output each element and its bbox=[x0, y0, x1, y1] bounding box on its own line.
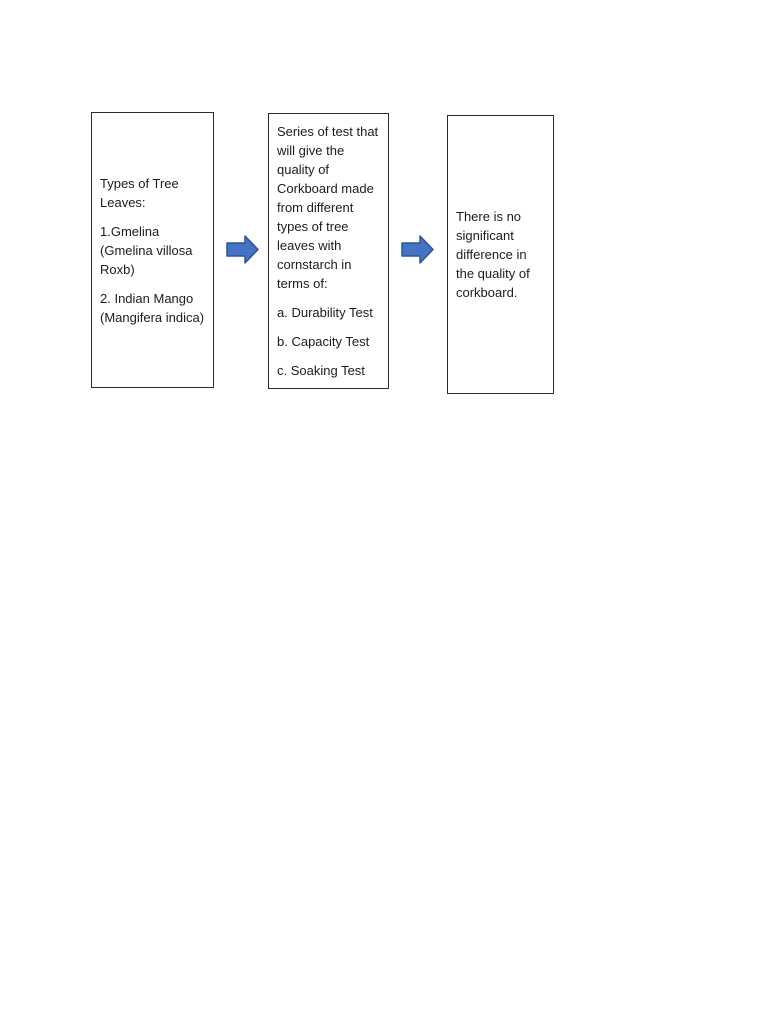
box-paragraph: c. Soaking Test bbox=[277, 363, 365, 378]
right-arrow-icon bbox=[401, 235, 434, 264]
flowchart-box-tree-leaves: Types of Tree Leaves: 1.Gmelina (Gmelina… bbox=[91, 112, 214, 388]
box-paragraph: 1.Gmelina (Gmelina villosa Roxb) bbox=[100, 223, 193, 277]
flowchart-box-hypothesis: There is no significant difference in th… bbox=[447, 115, 554, 394]
box-paragraph: a. Durability Test bbox=[277, 305, 373, 320]
box-paragraph: There is no significant difference in th… bbox=[456, 209, 530, 300]
right-arrow-icon bbox=[226, 235, 259, 264]
box-paragraph: 2. Indian Mango (Mangifera indica) bbox=[100, 290, 205, 325]
flowchart-box-tests: Series of test that will give the qualit… bbox=[268, 113, 389, 389]
right-arrow-shape bbox=[226, 235, 259, 264]
box-paragraph: Series of test that will give the qualit… bbox=[277, 124, 379, 291]
box-paragraph: b. Capacity Test bbox=[277, 334, 370, 349]
right-arrow-shape bbox=[401, 235, 434, 264]
box-paragraph: Types of Tree Leaves: bbox=[100, 175, 179, 210]
